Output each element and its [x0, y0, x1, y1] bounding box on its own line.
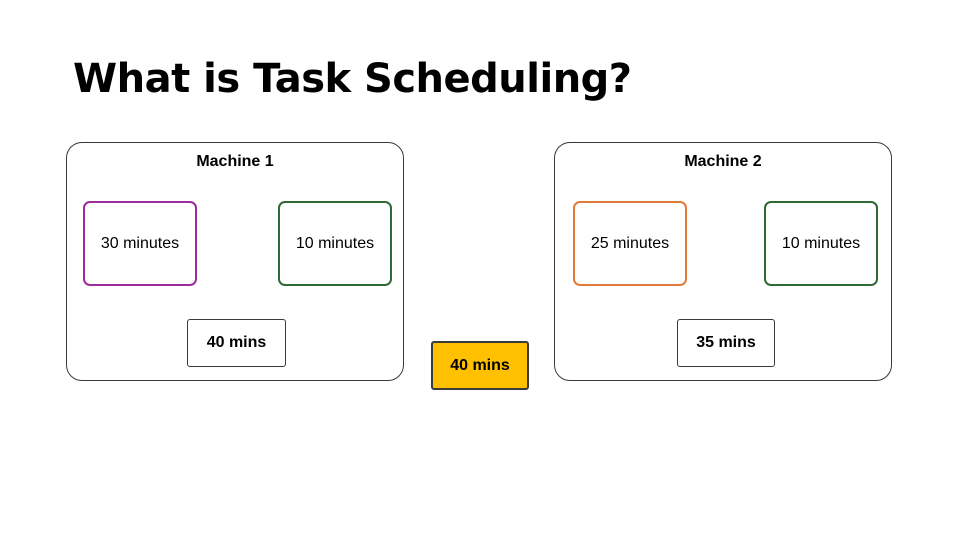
machine-2-total: 35 mins [677, 319, 775, 367]
machine-2-task-1: 25 minutes [573, 201, 687, 286]
overall-makespan: 40 mins [431, 341, 529, 390]
slide-title: What is Task Scheduling? [73, 56, 632, 102]
machine-1-total: 40 mins [187, 319, 286, 367]
machine-2-task-2: 10 minutes [764, 201, 878, 286]
machine-1-label: Machine 1 [196, 153, 274, 170]
machine-2-box: Machine 2 25 minutes 10 minutes 35 mins [554, 142, 892, 381]
machine-2-label: Machine 2 [684, 153, 762, 170]
machine-1-box: Machine 1 30 minutes 10 minutes 40 mins [66, 142, 404, 381]
machine-1-task-1: 30 minutes [83, 201, 197, 286]
machine-1-task-2: 10 minutes [278, 201, 392, 286]
